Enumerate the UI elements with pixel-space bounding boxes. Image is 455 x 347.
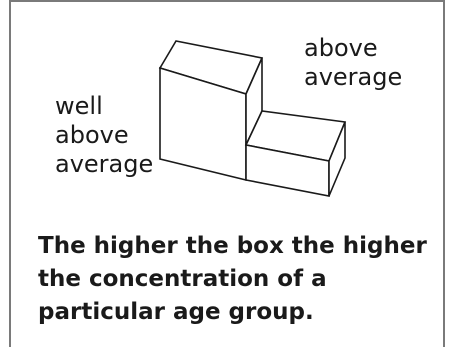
label-above-average: above average bbox=[304, 34, 402, 92]
label-well-line-1: well bbox=[55, 92, 103, 120]
caption-line-2: the concentration of a bbox=[38, 266, 327, 292]
frame-left-border bbox=[9, 0, 11, 347]
label-above-line-1: above bbox=[304, 34, 378, 62]
label-well-above-average: well above average bbox=[55, 92, 153, 179]
caption-line-3: particular age group. bbox=[38, 299, 314, 325]
short-box-side-face bbox=[328, 121, 346, 197]
label-above-line-2: average bbox=[304, 63, 403, 91]
caption-line-1: The higher the box the higher bbox=[38, 233, 427, 259]
caption-text: The higher the box the higher the concen… bbox=[38, 230, 427, 329]
frame-right-border bbox=[443, 0, 445, 347]
frame-top-border bbox=[9, 0, 445, 2]
label-well-line-3: average bbox=[55, 150, 154, 178]
label-well-line-2: above bbox=[55, 121, 129, 149]
